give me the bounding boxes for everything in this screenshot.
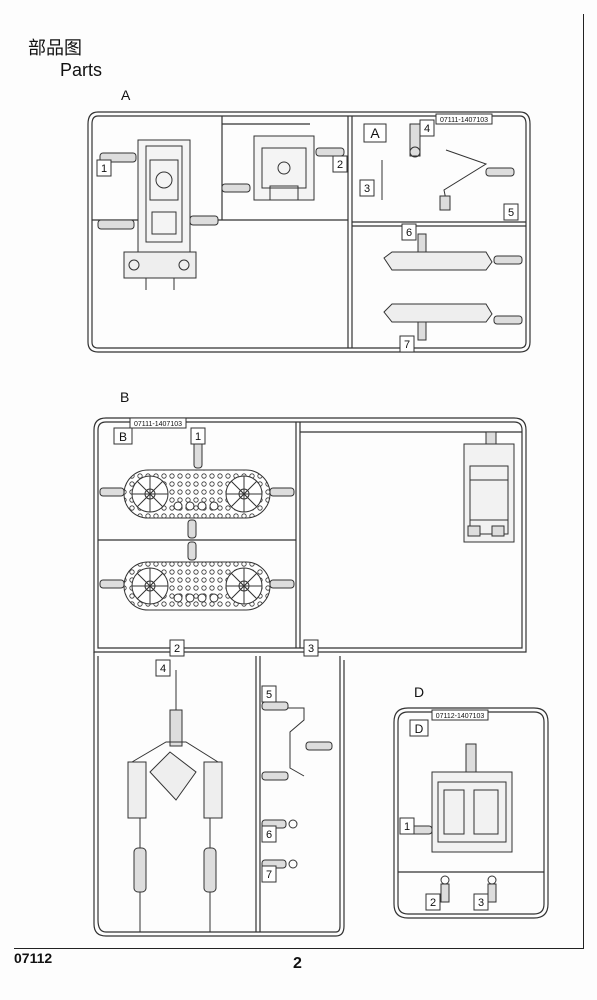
sprue-a-part-tag-6: 6: [401, 223, 417, 241]
sprue-a-part-tag-3: 3: [359, 179, 375, 197]
sprue-d-heading: D: [414, 684, 425, 700]
sprue-a-marker: A: [363, 123, 387, 143]
sprue-a: [87, 111, 531, 353]
svg-text:6: 6: [406, 227, 412, 239]
svg-text:D: D: [415, 722, 424, 736]
sprue-b-heading: B: [120, 389, 130, 405]
sprue-b-part-tag-4: 4: [155, 659, 171, 677]
svg-text:5: 5: [508, 207, 514, 219]
sprue-a-parts-6-7-hull-sides: [383, 233, 523, 341]
sprue-a-part-tag-2: 2: [332, 155, 348, 173]
sprue-d-part-tag-2: 2: [425, 893, 441, 911]
svg-text:7: 7: [404, 339, 410, 351]
product-code: 07112: [14, 950, 53, 966]
svg-text:2: 2: [337, 159, 343, 171]
svg-text:B: B: [119, 430, 127, 444]
sprue-b: [93, 417, 527, 937]
sprue-d-marker: D: [409, 719, 429, 737]
sprue-b-part-1-box: [463, 431, 515, 543]
sprue-a-part-tag-4: 4: [419, 119, 435, 137]
parts-title-english: Parts: [60, 60, 103, 80]
sprue-a-part-tag-5: 5: [503, 203, 519, 221]
page-number: 2: [293, 955, 302, 972]
sprue-d: [393, 707, 549, 919]
svg-text:1: 1: [101, 163, 107, 175]
sprue-b-part-tag-1: 1: [190, 427, 206, 445]
svg-text:07112-1407103: 07112-1407103: [436, 713, 485, 720]
sprue-b-code: 07111-1407103: [129, 417, 187, 429]
sprue-d-parts-2-3-small: [440, 875, 497, 903]
sprue-b-part-tag-7: 7: [261, 865, 277, 883]
sprue-a-heading: A: [121, 87, 131, 103]
svg-text:A: A: [370, 125, 380, 141]
sprue-b-part-tag-3: 3: [303, 639, 319, 657]
page-frame: [14, 14, 584, 949]
svg-text:07111-1407103: 07111-1407103: [134, 421, 182, 428]
sprue-d-part-tag-1: 1: [399, 817, 415, 835]
parts-title-chinese: 部品图: [28, 38, 82, 59]
svg-text:1: 1: [404, 821, 410, 833]
sprue-b-marker: B: [113, 427, 133, 445]
sprue-d-code: 07112-1407103: [431, 709, 489, 721]
sprue-b-part-tag-5: 5: [261, 685, 277, 703]
sprue-a-part-2-turret: [221, 135, 345, 201]
svg-text:2: 2: [430, 897, 436, 909]
svg-text:07111-1407103: 07111-1407103: [440, 117, 488, 124]
svg-text:5: 5: [266, 689, 272, 701]
svg-text:2: 2: [174, 643, 180, 655]
svg-text:3: 3: [364, 183, 370, 195]
sprue-a-part-tag-1: 1: [96, 159, 112, 177]
sprue-a-part-1-vehicle-body: [97, 139, 219, 290]
svg-text:6: 6: [266, 829, 272, 841]
svg-text:3: 3: [308, 643, 314, 655]
sprue-d-part-1-chassis: [403, 743, 513, 853]
sprue-b-part-tag-2: 2: [169, 639, 185, 657]
svg-text:3: 3: [478, 897, 484, 909]
svg-text:4: 4: [160, 663, 166, 675]
sprue-b-part-4-suspension: [127, 670, 223, 932]
svg-text:1: 1: [195, 431, 201, 443]
sprue-a-part-tag-7: 7: [399, 335, 415, 353]
sprue-a-code: 07111-1407103: [435, 113, 493, 125]
sprue-b-part-tag-6: 6: [261, 825, 277, 843]
sprue-b-parts-5-6-7-small: [261, 701, 333, 869]
sprue-a-parts-3-4-5-small: [381, 123, 515, 211]
svg-text:4: 4: [424, 123, 430, 135]
sprue-d-part-tag-3: 3: [473, 893, 489, 911]
svg-text:7: 7: [266, 869, 272, 881]
sprue-b-parts-2-3-tracks: [99, 439, 295, 611]
